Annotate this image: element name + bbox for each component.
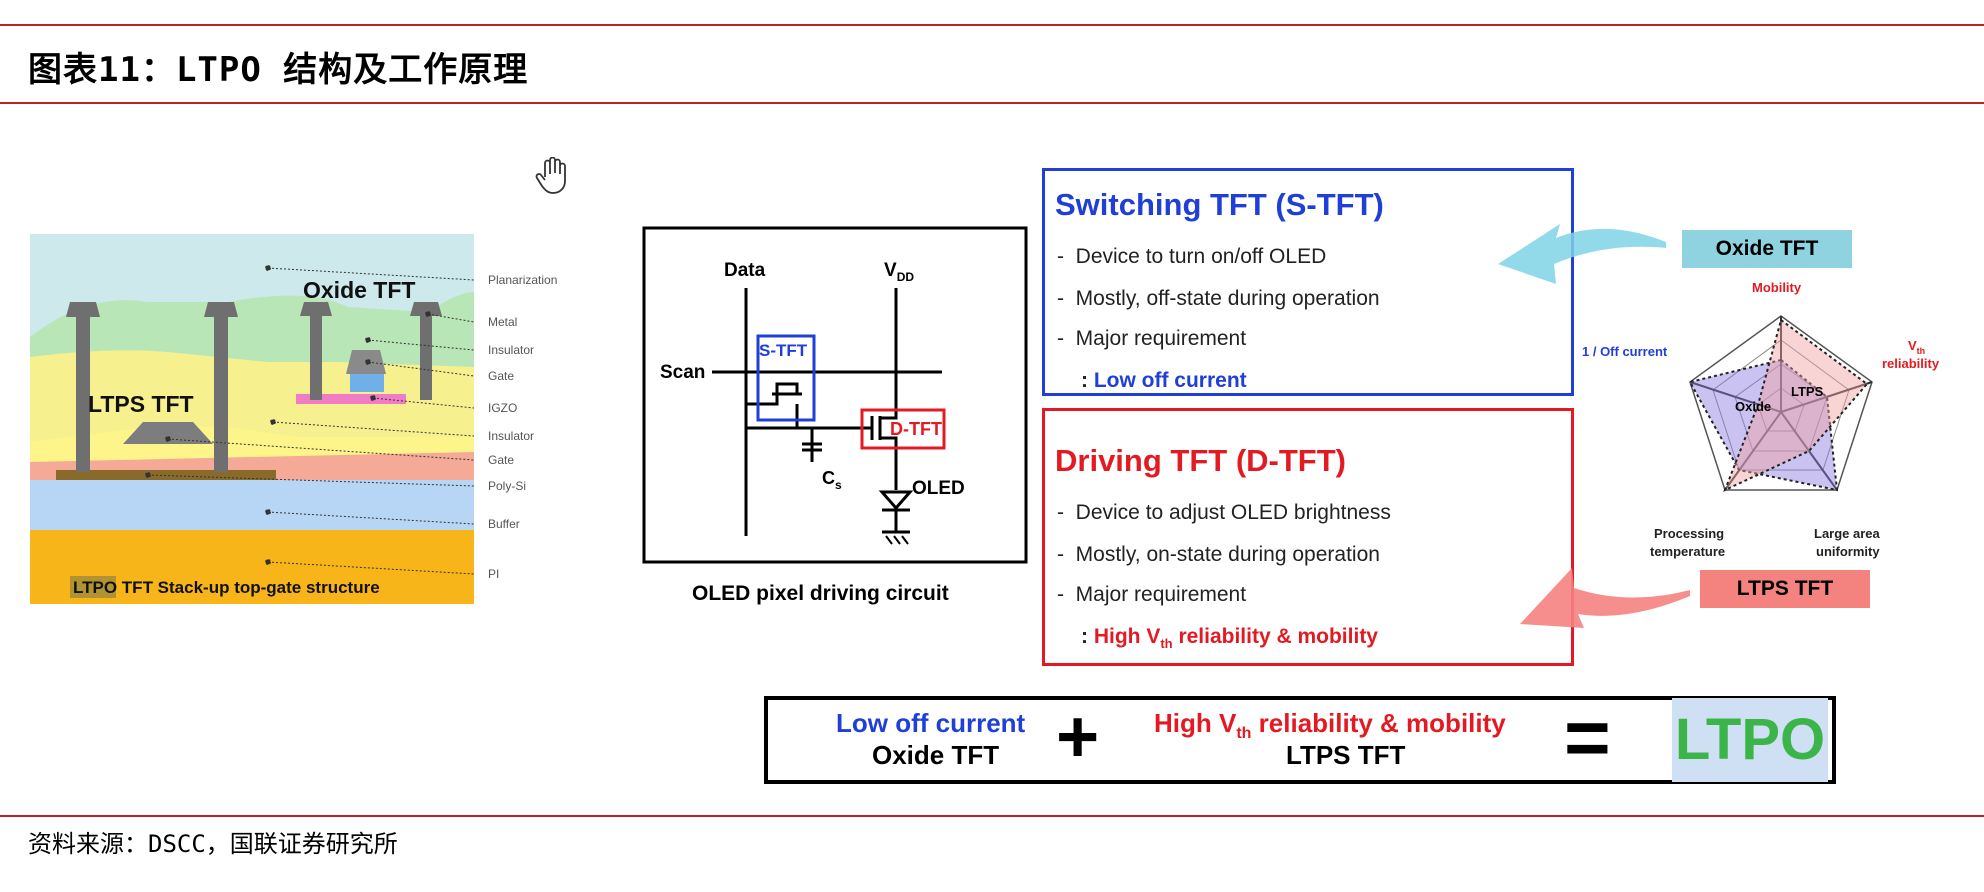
switching-requirement: : Low off current <box>1081 369 1247 392</box>
switching-tft-box: Switching TFT (S-TFT) - Device to turn o… <box>1042 168 1574 396</box>
plus-icon: + <box>1056 695 1100 778</box>
stack-caption: LTPO TFT Stack-up top-gate structure <box>73 578 380 597</box>
scan-label: Scan <box>660 362 705 383</box>
off-current-label: 1 / Off current <box>1582 344 1668 359</box>
ltpo-result: LTPO <box>1672 698 1828 782</box>
arrow-icon <box>1498 224 1666 284</box>
top-rule <box>0 24 1984 26</box>
layer-label: IGZO <box>488 401 517 415</box>
oled-label: OLED <box>912 478 965 499</box>
source-note: 资料来源：DSCC，国联证券研究所 <box>28 830 398 858</box>
processing-label-2: temperature <box>1650 544 1725 559</box>
circuit-caption: OLED pixel driving circuit <box>692 582 949 605</box>
large-area-label: Large area <box>1814 526 1881 541</box>
low-off-current: Low off current <box>836 708 1026 738</box>
layer-label: Planarization <box>488 273 557 287</box>
layer-label: Poly-Si <box>488 479 526 493</box>
oxide-tft-label: Oxide TFT <box>303 277 415 303</box>
driving-item: - Device to adjust OLED brightness <box>1057 501 1391 524</box>
stack-cross-section: Planarization Metal Insulator Gate IGZO … <box>30 234 557 604</box>
page-title: 图表11：LTPO 结构及工作原理 <box>28 50 529 90</box>
driving-item: - Mostly, on-state during operation <box>1057 543 1380 566</box>
layer-label: PI <box>488 567 499 581</box>
oxide-tft-text: Oxide TFT <box>872 740 1000 770</box>
title-rule <box>0 102 1984 104</box>
arrow-icon <box>1520 568 1690 628</box>
layer-label: Gate <box>488 369 514 383</box>
driving-item: - Major requirement <box>1057 583 1247 606</box>
stft-label: S-TFT <box>759 341 808 360</box>
oxide-inner-label: Oxide <box>1735 399 1771 414</box>
equation-bar: Low off current Oxide TFT + High Vth rel… <box>764 693 1836 784</box>
layer-label: Insulator <box>488 429 534 443</box>
equals-icon: = <box>1564 693 1611 782</box>
pixel-circuit: Data VDD Scan S-TFT D-TFT Cs OLED <box>642 226 1028 564</box>
stack-diagram: Planarization Metal Insulator Gate IGZO … <box>28 232 588 607</box>
ltps-tft-text: LTPS TFT <box>1286 740 1406 770</box>
driving-requirement: : High Vth reliability & mobility <box>1081 625 1378 652</box>
processing-label: Processing <box>1654 526 1724 541</box>
mobility-label: Mobility <box>1752 280 1802 295</box>
high-vth-text: High Vth reliability & mobility <box>1154 708 1506 743</box>
switching-item: - Mostly, off-state during operation <box>1057 287 1380 310</box>
radar-chart: LTPS Oxide Mobility Vth reliability 1 / … <box>1582 280 1940 559</box>
ltps-tft-label: LTPS TFT <box>88 391 194 417</box>
dtft-label: D-TFT <box>890 419 942 439</box>
oxide-tft-badge: Oxide TFT <box>1682 230 1852 268</box>
driving-tft-title: Driving TFT (D-TFT) <box>1055 443 1346 478</box>
switching-item: - Major requirement <box>1057 327 1247 350</box>
layer-label: Metal <box>488 315 517 329</box>
large-area-label-2: uniformity <box>1816 544 1880 559</box>
switching-item: - Device to turn on/off OLED <box>1057 245 1327 268</box>
layer-label: Gate <box>488 453 514 467</box>
vth-label: Vth <box>1908 338 1925 356</box>
vth-reliability-label: reliability <box>1882 356 1940 371</box>
switching-tft-title: Switching TFT (S-TFT) <box>1055 187 1384 222</box>
hand-cursor-icon <box>535 157 566 194</box>
ltps-tft-badge: LTPS TFT <box>1700 570 1870 608</box>
bottom-rule <box>0 815 1984 817</box>
cs-label: Cs <box>822 468 842 492</box>
driving-tft-box: Driving TFT (D-TFT) - Device to adjust O… <box>1042 408 1574 666</box>
layer-label: Insulator <box>488 343 534 357</box>
vdd-label: VDD <box>884 260 914 284</box>
layer-label: Buffer <box>488 517 520 531</box>
data-label: Data <box>724 260 766 281</box>
ltps-inner-label: LTPS <box>1791 384 1824 399</box>
